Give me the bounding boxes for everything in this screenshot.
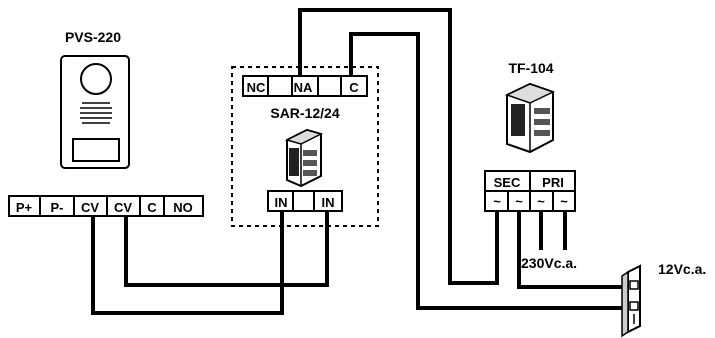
supply-voltage-label: 230Vc.a. — [521, 255, 577, 271]
terminal-cv-2: CV — [114, 200, 132, 215]
wire-na-to-sec — [298, 8, 499, 285]
transformer-module-icon — [505, 82, 555, 154]
terminal-in-2: IN — [322, 195, 335, 210]
panel-pvs-220: PVS-220 P+ P- CV CV C NO — [8, 29, 204, 217]
terminal-na: NA — [294, 80, 313, 95]
terminal-no: NO — [173, 200, 193, 215]
terminal-c: C — [147, 200, 157, 215]
terminal-cv-1: CV — [81, 200, 99, 215]
relay-label: SAR-12/24 — [270, 105, 339, 121]
transformer-terminals: SEC PRI ~ ~ ~ ~ — [484, 170, 576, 212]
sec-terminal-2: ~ — [515, 194, 523, 209]
terminal-nc: NC — [247, 80, 266, 95]
relay-enclosure-dashed — [231, 66, 379, 227]
sec-terminal-1: ~ — [493, 194, 501, 209]
pri-terminal-2: ~ — [560, 194, 568, 209]
terminal-in-1: IN — [275, 195, 288, 210]
wire-cv2-to-in2 — [124, 210, 329, 287]
panel-terminal-strip: P+ P- CV CV C NO — [8, 195, 204, 217]
relay-output-terminals: NC NA C — [242, 75, 368, 97]
transformer-label: TF-104 — [508, 60, 553, 76]
terminal-c-relay: C — [349, 80, 359, 95]
terminal-p-plus: P+ — [16, 200, 33, 215]
electric-lock-icon — [621, 264, 641, 338]
door-panel-icon — [60, 55, 130, 169]
wire-c-to-lock — [349, 32, 635, 310]
wire-cv1-to-in1 — [91, 210, 284, 315]
panel-label: PVS-220 — [65, 29, 121, 45]
relay-sar-12-24: NC NA C SAR-12/24 IN IN — [231, 66, 379, 227]
wires — [91, 8, 635, 315]
lock-voltage-label: 12Vc.a. — [658, 261, 706, 277]
pri-label: PRI — [542, 175, 564, 190]
relay-input-terminals: IN IN — [267, 190, 343, 212]
transformer-tf-104: TF-104 SEC PRI ~ ~ ~ ~ 230Vc.a. — [484, 60, 577, 271]
relay-module-icon — [284, 128, 324, 188]
wire-sec-to-lock — [517, 211, 630, 289]
pri-terminal-1: ~ — [537, 194, 545, 209]
sec-label: SEC — [494, 175, 521, 190]
terminal-p-minus: P- — [51, 200, 64, 215]
